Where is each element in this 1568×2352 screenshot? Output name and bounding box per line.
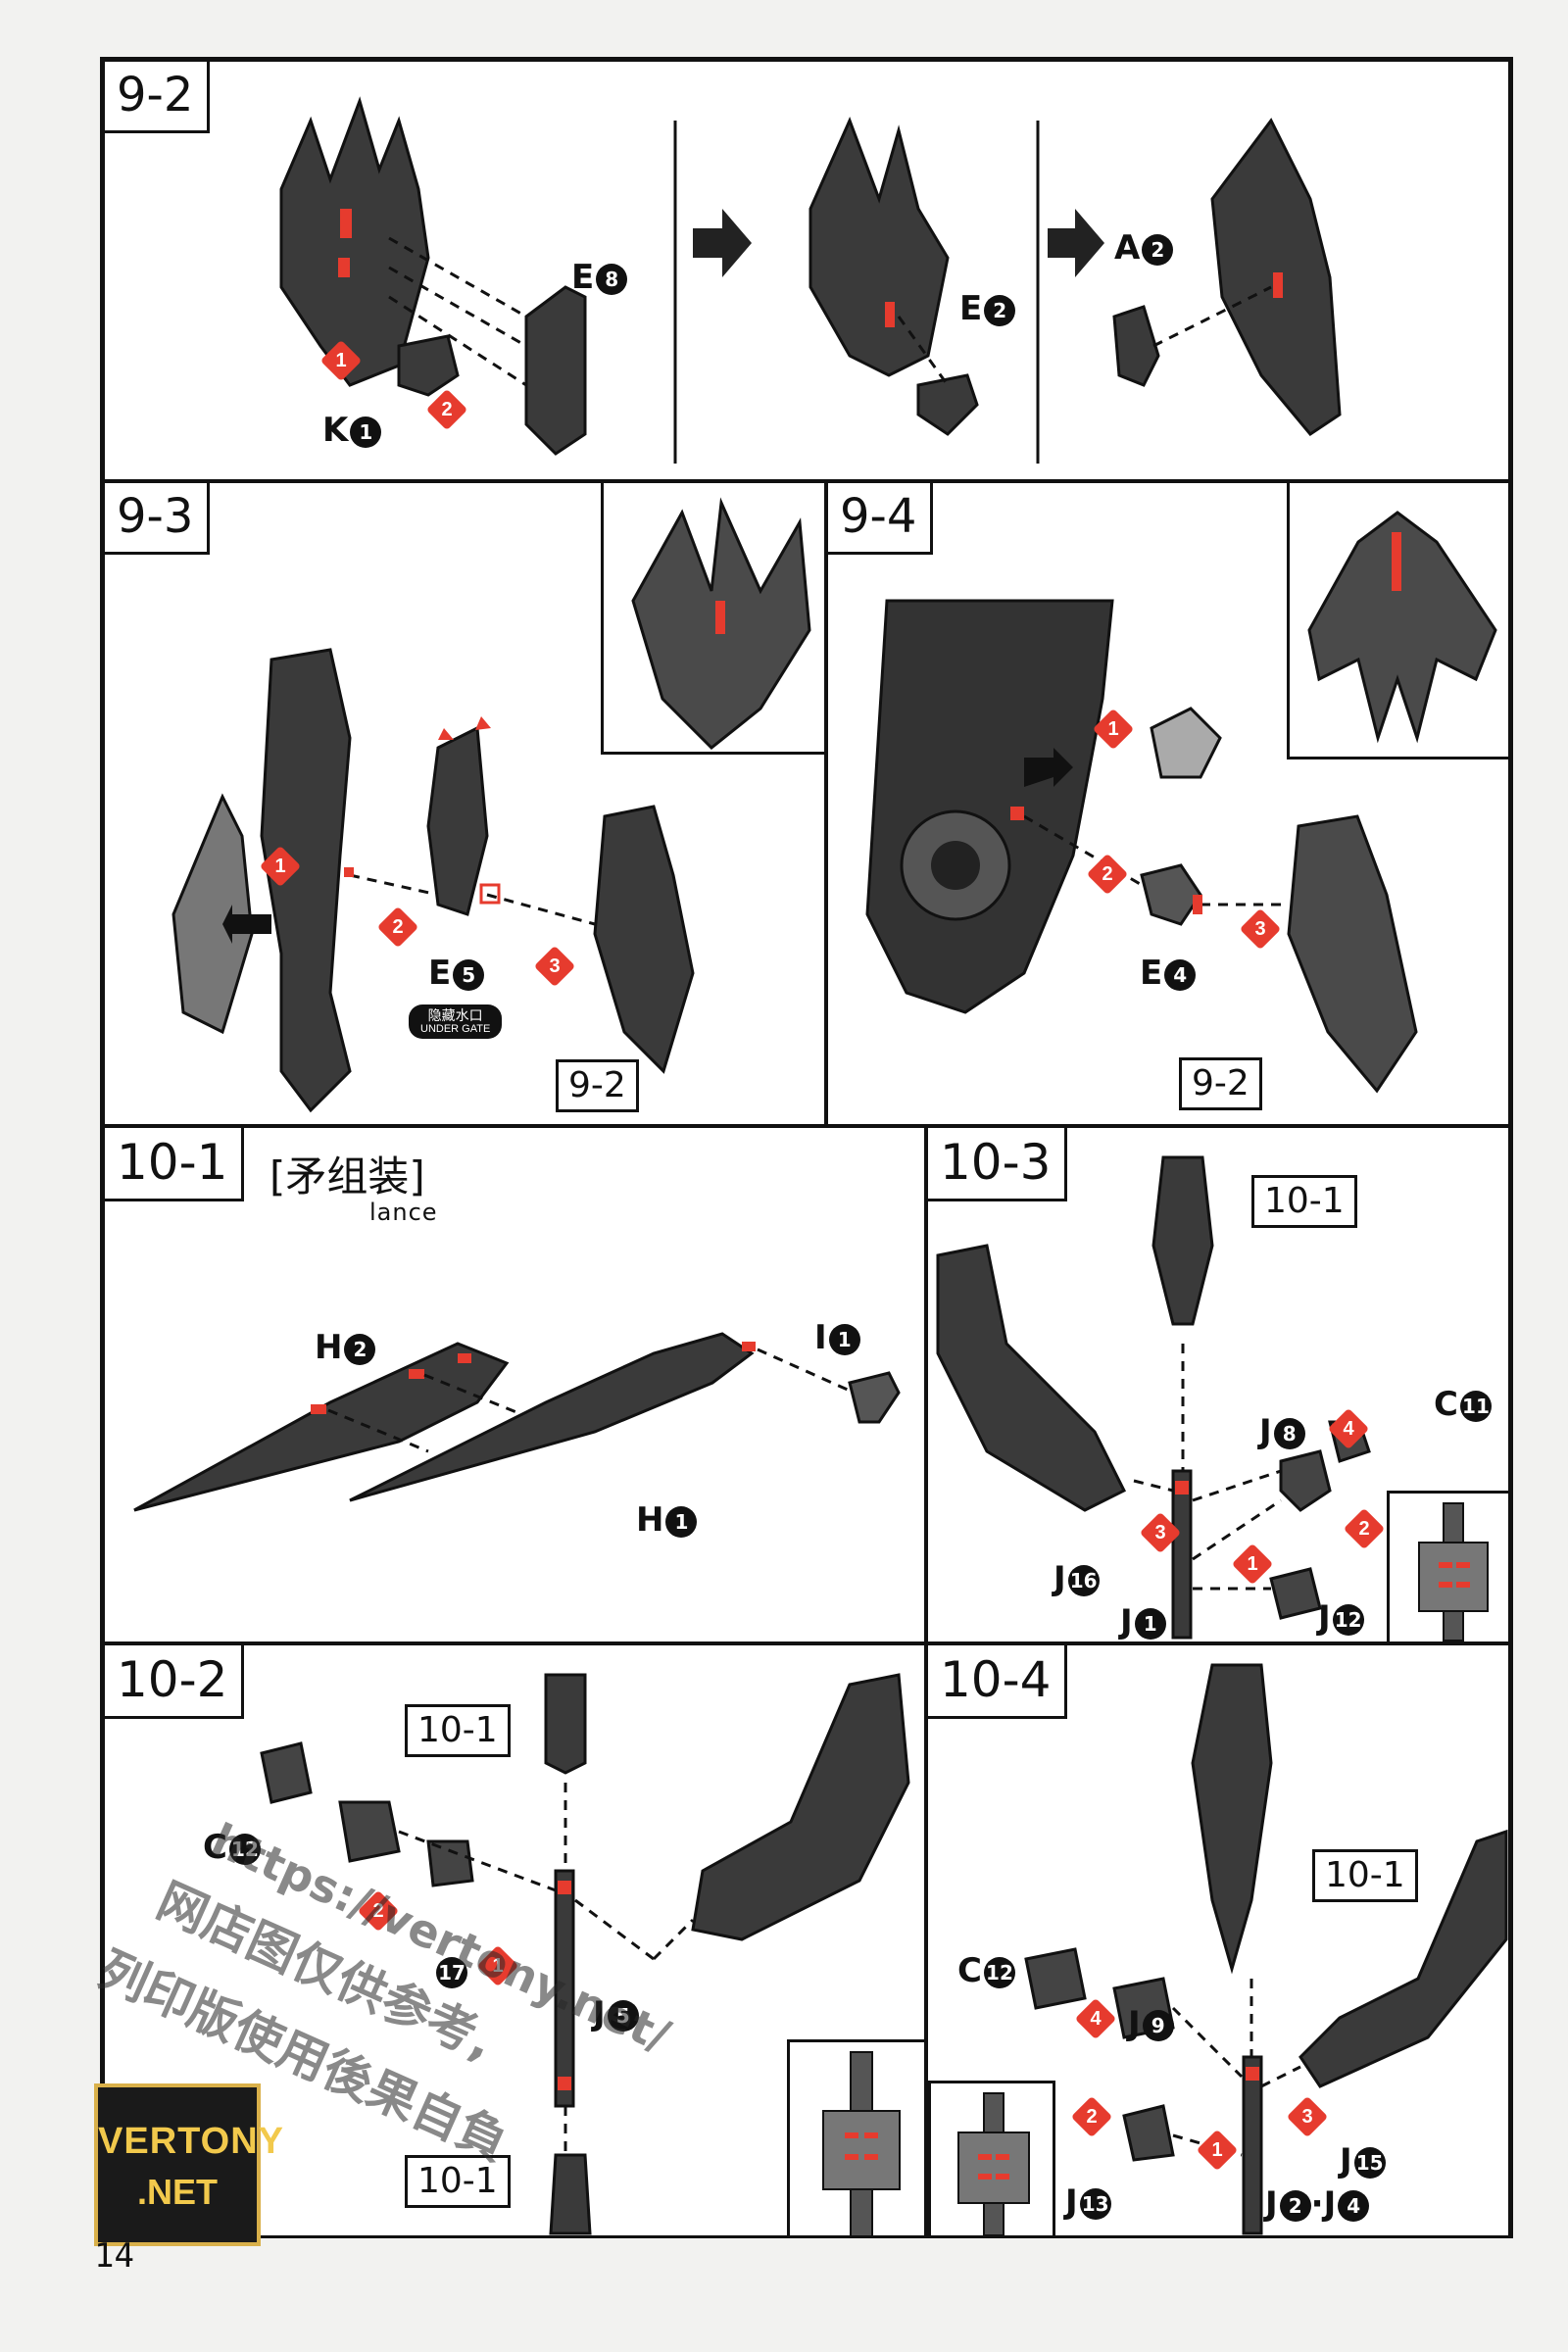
step-label: 9-2 bbox=[105, 62, 211, 133]
inset-grip-illustration bbox=[822, 2051, 901, 2235]
step-label: 10-4 bbox=[928, 1645, 1068, 1719]
step-marker: 4 bbox=[1074, 1997, 1117, 2040]
step-label: 10-1 bbox=[105, 1128, 245, 1201]
inset-armor-illustration bbox=[631, 497, 811, 751]
step-label: 10-2 bbox=[105, 1645, 245, 1719]
step-marker: 2 bbox=[376, 906, 419, 949]
step-10-3-illustration bbox=[936, 1155, 1371, 1640]
detail-inset bbox=[601, 483, 824, 755]
reference-box: 10-1 bbox=[405, 1704, 511, 1757]
step-marker: 1 bbox=[1196, 2129, 1239, 2172]
step-marker: 2 bbox=[1070, 2095, 1113, 2138]
step-marker: 1 bbox=[1231, 1543, 1274, 1586]
lance-illustration bbox=[133, 1332, 901, 1512]
step-9-4-illustration bbox=[865, 599, 1418, 1094]
step-marker: 3 bbox=[533, 945, 576, 988]
step-label: 9-3 bbox=[105, 483, 211, 555]
inset-armor-illustration bbox=[1307, 511, 1497, 744]
detail-inset bbox=[928, 2081, 1055, 2235]
inset-grip-illustration bbox=[1418, 1502, 1489, 1642]
step-label: 9-4 bbox=[828, 483, 934, 555]
step-marker: 4 bbox=[1327, 1407, 1370, 1450]
step-marker: 3 bbox=[1286, 2095, 1329, 2138]
step-label: 10-3 bbox=[928, 1128, 1068, 1201]
part-label-j17: 17 bbox=[434, 1951, 467, 1990]
step-10-2-illustration bbox=[260, 1673, 910, 2235]
reference-box: 9-2 bbox=[556, 1059, 639, 1112]
lance-title: [矛组装] bbox=[270, 1152, 425, 1200]
reference-box: 10-1 bbox=[1312, 1849, 1418, 1902]
step-marker: 2 bbox=[1086, 853, 1129, 896]
vertony-logo: VERTONY .NET bbox=[94, 2083, 283, 2246]
reference-box: 10-1 bbox=[405, 2155, 511, 2208]
step-marker: 3 bbox=[1139, 1511, 1182, 1554]
detail-inset bbox=[1387, 1491, 1508, 1642]
step-marker: 1 bbox=[1092, 708, 1135, 751]
step-10-4-illustration bbox=[1024, 1663, 1508, 2235]
step-marker: 2 bbox=[425, 388, 468, 431]
detail-inset bbox=[787, 2039, 924, 2235]
page-number: 14 bbox=[94, 2236, 134, 2276]
step-9-2-illustration bbox=[279, 96, 1342, 464]
inset-grip-illustration bbox=[957, 2092, 1030, 2235]
step-9-3-illustration bbox=[172, 648, 695, 1113]
step-marker: 1 bbox=[319, 339, 363, 382]
lance-subtitle: lance bbox=[369, 1199, 438, 1226]
reference-box: 9-2 bbox=[1179, 1057, 1262, 1110]
reference-box: 10-1 bbox=[1251, 1175, 1357, 1228]
step-marker: 2 bbox=[1343, 1507, 1386, 1550]
step-marker: 3 bbox=[1239, 907, 1282, 951]
step-marker: 1 bbox=[259, 845, 302, 888]
detail-inset bbox=[1287, 483, 1508, 760]
